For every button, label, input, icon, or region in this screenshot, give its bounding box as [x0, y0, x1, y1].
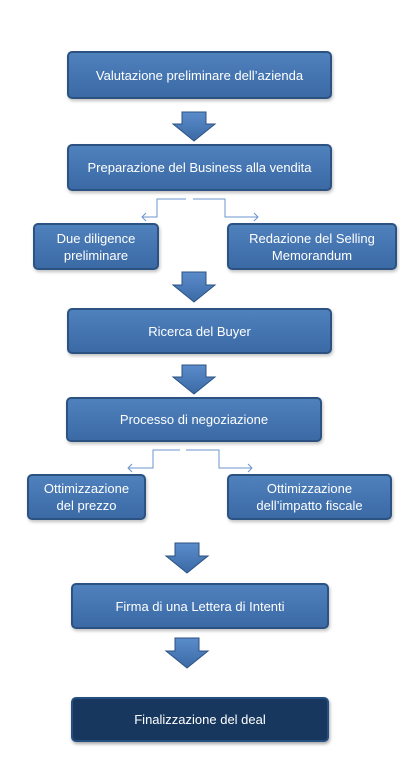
split-connector-1	[141, 198, 259, 222]
step-label: Processo di negoziazione	[119, 412, 269, 427]
step-finalizzazione-deal: Finalizzazione del deal	[71, 697, 329, 742]
step-label: Firma di una Lettera di Intenti	[115, 598, 285, 614]
down-arrow-5	[164, 637, 210, 669]
down-arrow-4	[164, 542, 210, 574]
step-selling-memorandum: Redazione del Selling Memorandum	[227, 223, 397, 270]
step-valutazione-preliminare: Valutazione preliminare dell’azienda	[67, 51, 332, 99]
down-arrow-3	[171, 364, 217, 395]
step-label: Valutazione preliminare dell’azienda	[95, 67, 304, 83]
split-connector-2	[127, 449, 253, 473]
step-label: Redazione del Selling Memorandum	[249, 230, 375, 263]
step-processo-negoziazione: Processo di negoziazione	[66, 397, 322, 442]
step-label: Finalizzazione del deal	[134, 712, 266, 727]
step-preparazione-business: Preparazione del Business alla vendita	[67, 144, 332, 191]
step-label: Due diligence preliminare	[56, 230, 136, 263]
step-lettera-intenti: Firma di una Lettera di Intenti	[71, 583, 329, 629]
down-arrow-1	[171, 111, 217, 142]
step-label: Ricerca del Buyer	[148, 323, 251, 339]
step-label: Preparazione del Business alla vendita	[87, 160, 312, 175]
step-ricerca-buyer: Ricerca del Buyer	[67, 308, 332, 354]
step-ottimizzazione-fiscale: Ottimizzazione dell’impatto fiscale	[227, 474, 392, 520]
step-label: Ottimizzazione del prezzo	[43, 481, 130, 513]
step-due-diligence: Due diligence preliminare	[33, 223, 159, 270]
step-label: Ottimizzazione dell’impatto fiscale	[256, 481, 363, 513]
down-arrow-2	[171, 271, 217, 303]
step-ottimizzazione-prezzo: Ottimizzazione del prezzo	[27, 474, 146, 520]
